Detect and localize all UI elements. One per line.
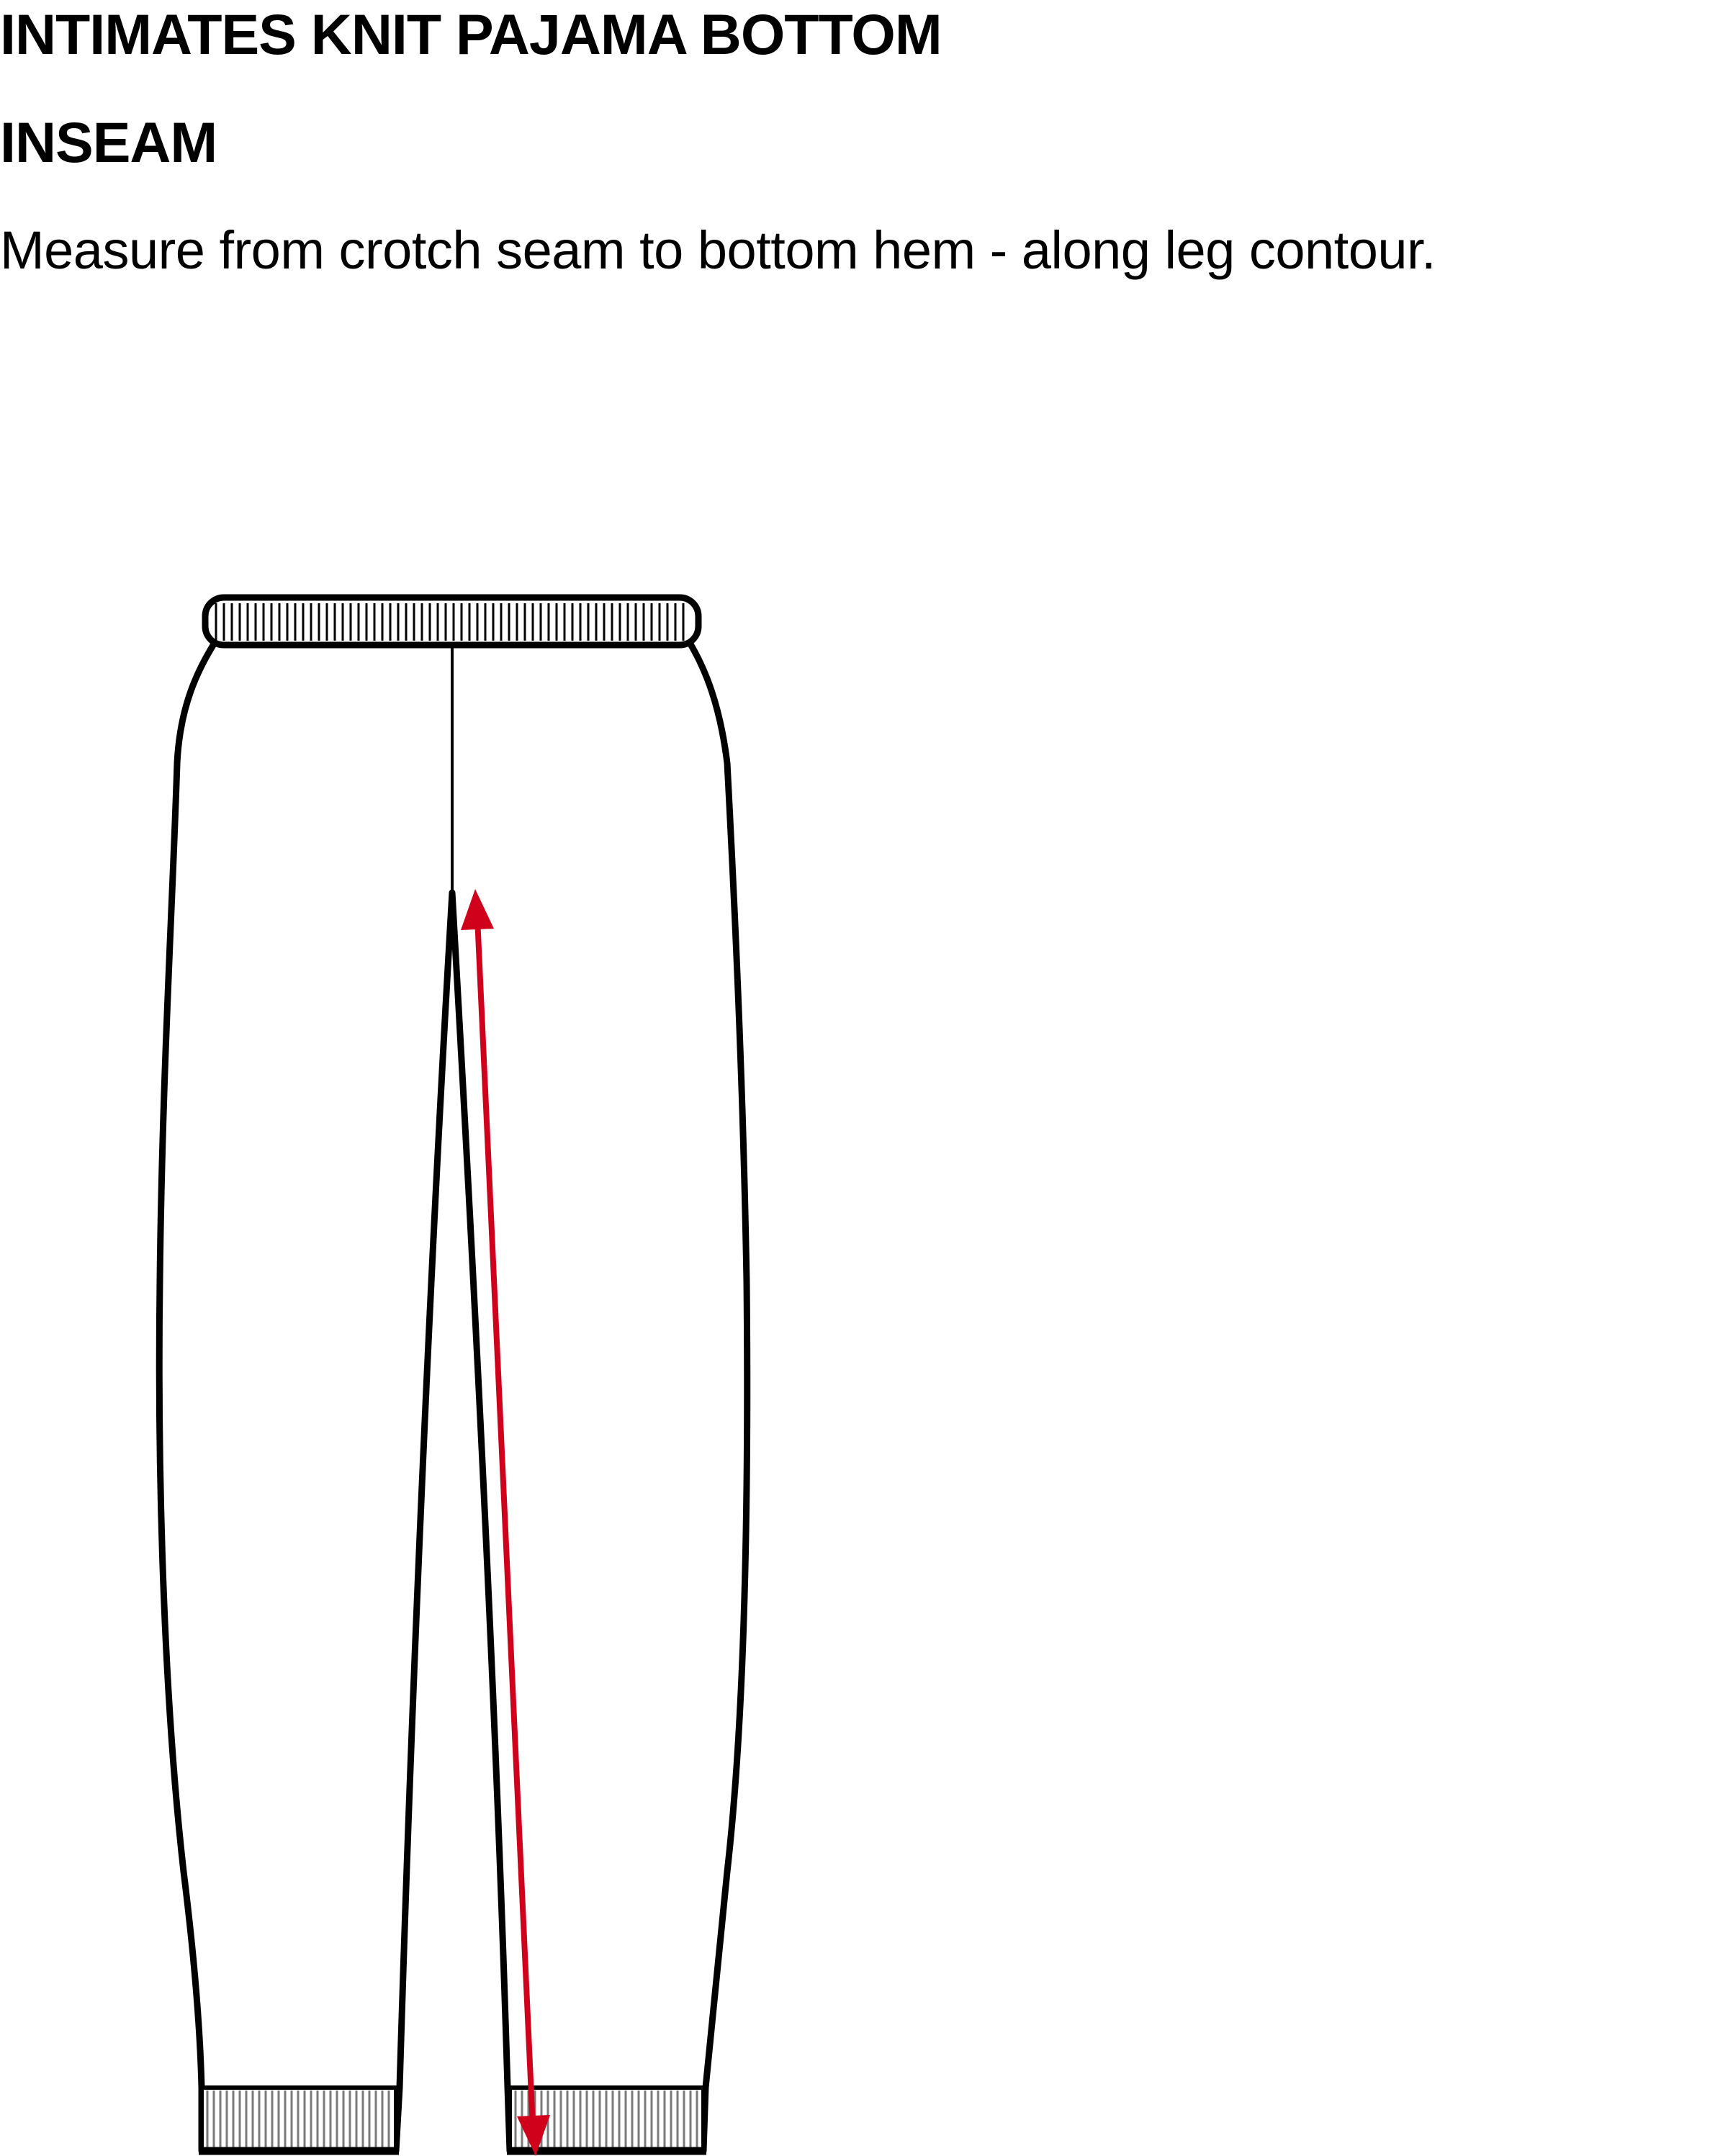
garment-title: INTIMATES KNIT PAJAMA BOTTOM <box>0 2 942 66</box>
arrow-shaft <box>474 917 536 2128</box>
pants-outline <box>156 639 751 2155</box>
arrow-head-top <box>461 889 494 930</box>
waistband-ribbing <box>215 603 685 641</box>
arrow-head-bottom <box>517 2115 550 2156</box>
right-cuff-ribbing <box>514 2090 698 2148</box>
measurement-name: INSEAM <box>0 110 217 174</box>
measurement-instruction: Measure from crotch seam to bottom hem -… <box>0 220 1436 280</box>
waistband <box>202 594 702 649</box>
left-cuff-ribbing <box>206 2090 390 2148</box>
inseam-measurement-arrow <box>461 889 550 2156</box>
